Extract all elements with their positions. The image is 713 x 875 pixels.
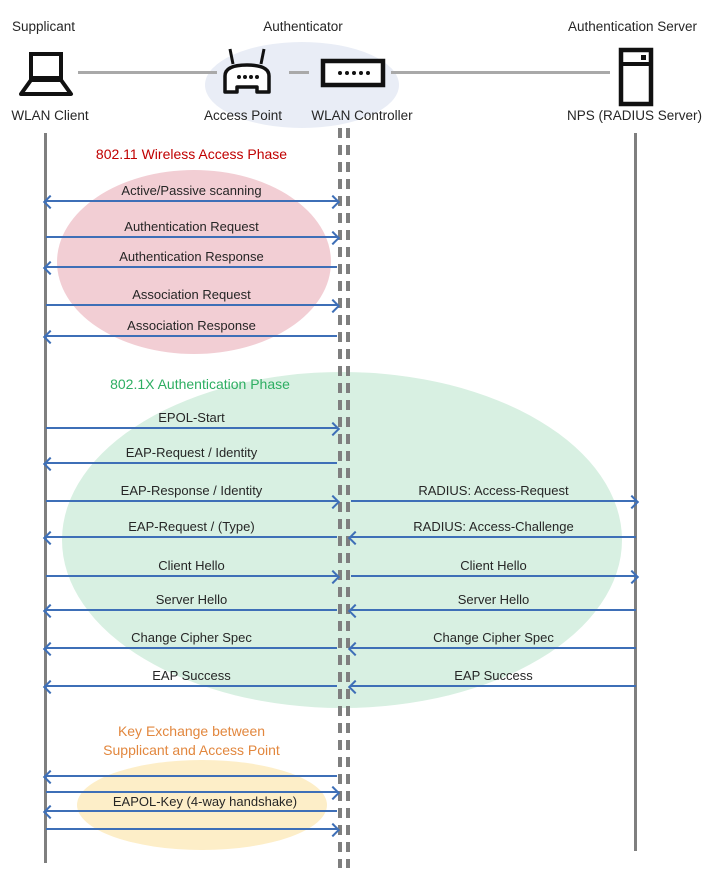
connector-ap-controller <box>289 71 309 74</box>
lifeline-wlan-client <box>44 133 47 863</box>
message-change-cipher-spec-left: Change Cipher Spec <box>46 629 337 649</box>
message-authentication-request: Authentication Request <box>46 218 337 238</box>
arrow-left-icon <box>46 609 337 611</box>
node-label-nps: NPS (RADIUS Server) <box>566 108 703 123</box>
node-label-access-point: Access Point <box>203 108 283 123</box>
access-point-icon <box>216 46 278 105</box>
message-label: Server Hello <box>457 592 530 607</box>
message-authentication-response: Authentication Response <box>46 248 337 268</box>
arrow-right-icon <box>351 500 636 502</box>
connector-controller-server <box>391 71 610 74</box>
arrow-left-icon <box>351 536 636 538</box>
phase-title-key-exchange: Key Exchange between Supplicant and Acce… <box>46 722 337 760</box>
arrow-left-icon <box>351 647 636 649</box>
message-label: EAP Success <box>454 668 533 683</box>
arrow-left-icon <box>46 335 337 337</box>
arrow-both-icon <box>46 200 337 202</box>
arrow-right-icon <box>46 500 337 502</box>
message-association-response: Association Response <box>46 317 337 337</box>
message-label: Change Cipher Spec <box>433 630 554 645</box>
arrow-left-icon <box>46 266 337 268</box>
lifeline-access-point-dashed <box>338 128 342 868</box>
lifeline-nps-server <box>634 133 637 851</box>
arrow-right-icon <box>46 575 337 577</box>
message-eapol-key-2 <box>46 773 337 793</box>
role-authenticator: Authenticator <box>263 19 343 34</box>
server-icon <box>618 47 654 112</box>
arrow-right-icon <box>46 791 337 793</box>
arrow-left-icon <box>351 685 636 687</box>
phase-title-key-exchange-line2: Supplicant and Access Point <box>103 742 280 758</box>
role-supplicant: Supplicant <box>12 19 76 34</box>
arrow-left-icon <box>46 462 337 464</box>
laptop-icon <box>17 51 75 104</box>
message-label-eapol-key: EAPOL-Key (4-way handshake) <box>112 794 298 809</box>
message-label: RADIUS: Access-Challenge <box>413 519 574 534</box>
message-label: Association Response <box>127 318 256 333</box>
message-eap-request-identity: EAP-Request / Identity <box>46 444 337 464</box>
message-active-passive-scanning: Active/Passive scanning <box>46 182 337 202</box>
arrow-left-icon <box>351 609 636 611</box>
arrow-left-icon <box>46 647 337 649</box>
message-label: Authentication Request <box>124 219 259 234</box>
arrow-right-icon <box>46 427 337 429</box>
message-label: Association Request <box>132 287 251 302</box>
message-eap-success-right: EAP Success <box>351 667 636 687</box>
message-label: EAP-Request / Identity <box>125 445 258 460</box>
message-label: Change Cipher Spec <box>131 630 252 645</box>
message-association-request: Association Request <box>46 286 337 306</box>
message-label: EAP-Request / (Type) <box>128 519 255 534</box>
message-eapol-key-1 <box>46 757 337 777</box>
arrow-left-icon <box>46 775 337 777</box>
phase-title-8021x: 802.1X Authentication Phase <box>110 376 290 392</box>
message-server-hello-right: Server Hello <box>351 591 636 611</box>
message-epol-start: EPOL-Start <box>46 409 337 429</box>
message-label: EPOL-Start <box>158 410 225 425</box>
arrow-right-icon <box>46 304 337 306</box>
message-change-cipher-spec-right: Change Cipher Spec <box>351 629 636 649</box>
message-label: Server Hello <box>155 592 228 607</box>
message-eapol-key-4 <box>46 810 337 830</box>
connector-client-ap <box>78 71 217 74</box>
message-eap-response-identity: EAP-Response / Identity <box>46 482 337 502</box>
message-label: RADIUS: Access-Request <box>418 483 569 498</box>
node-label-wlan-client: WLAN Client <box>11 108 89 123</box>
arrow-left-icon <box>46 685 337 687</box>
arrow-left-icon <box>46 536 337 538</box>
message-label: Authentication Response <box>119 249 264 264</box>
message-radius-access-challenge: RADIUS: Access-Challenge <box>351 518 636 538</box>
lifeline-wlan-controller-dashed <box>346 128 350 868</box>
message-label: EAP Success <box>152 668 231 683</box>
message-label: EAP-Response / Identity <box>120 483 263 498</box>
arrow-right-icon <box>351 575 636 577</box>
role-authentication-server: Authentication Server <box>567 19 698 34</box>
arrow-right-icon <box>46 828 337 830</box>
message-client-hello-left: Client Hello <box>46 557 337 577</box>
message-eap-request-type: EAP-Request / (Type) <box>46 518 337 538</box>
arrow-right-icon <box>46 236 337 238</box>
wlan-controller-icon <box>320 58 386 93</box>
message-label: Client Hello <box>158 558 225 573</box>
message-radius-access-request: RADIUS: Access-Request <box>351 482 636 502</box>
phase-title-80211: 802.11 Wireless Access Phase <box>95 146 288 162</box>
message-client-hello-right: Client Hello <box>351 557 636 577</box>
message-server-hello-left: Server Hello <box>46 591 337 611</box>
node-label-wlan-controller: WLAN Controller <box>311 108 413 123</box>
message-label: Client Hello <box>460 558 527 573</box>
message-eapol-key-3 <box>46 792 337 812</box>
phase-title-key-exchange-line1: Key Exchange between <box>117 723 266 739</box>
arrow-left-icon <box>46 810 337 812</box>
message-eap-success-left: EAP Success <box>46 667 337 687</box>
message-label: Active/Passive scanning <box>121 183 262 198</box>
